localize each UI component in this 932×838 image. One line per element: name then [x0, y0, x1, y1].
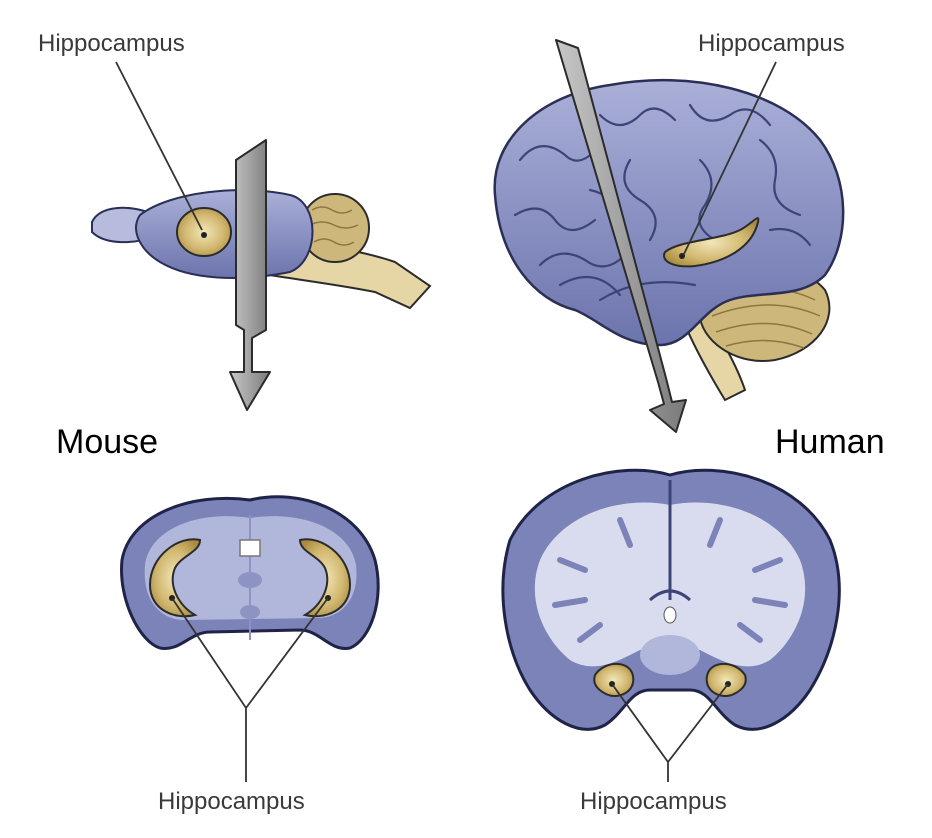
human-hippocampus-label-top: Hippocampus: [698, 30, 845, 57]
mouse-brain-lateral: [91, 61, 432, 411]
mouse-hippocampus-right: [298, 538, 352, 618]
human-brain-lateral: [493, 39, 845, 433]
mouse-hippocampus-label-top: Hippocampus: [38, 30, 185, 57]
human-cerebrum: [493, 78, 845, 347]
human-hippocampus-left: [593, 662, 635, 697]
slice-blade-arrow: [229, 139, 271, 411]
human-hippocampus-lateral: [663, 217, 760, 268]
human-hippocampus-label-bottom: Hippocampus: [580, 788, 727, 815]
human-hippocampus-right: [705, 662, 747, 697]
mouse-hippocampus-label-bottom: Hippocampus: [158, 788, 305, 815]
mouse-brain-coronal: [120, 495, 380, 782]
slice-blade-arrow: [555, 39, 687, 433]
human-label: Human: [775, 423, 885, 461]
mouse-hippocampus-left: [148, 538, 202, 618]
human-brain-coronal: [501, 468, 841, 782]
mouse-label: Mouse: [56, 423, 159, 461]
